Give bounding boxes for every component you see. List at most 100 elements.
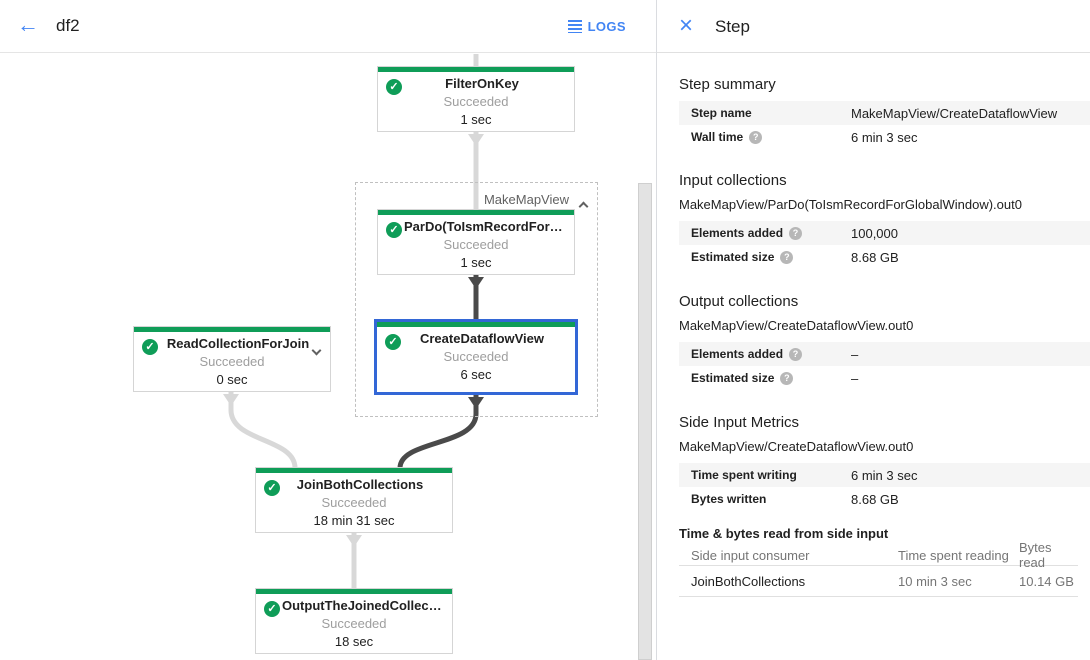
panel-title: Step	[715, 17, 750, 36]
output-collections-rows: Elements added? – Estimated size? –	[679, 342, 1090, 390]
table-row: JoinBothCollections 10 min 3 sec 10.14 G…	[679, 566, 1078, 597]
step-time: 0 sec	[216, 372, 248, 387]
metric-row: Estimated size? 8.68 GB	[679, 245, 1090, 269]
success-check-icon: ✓	[264, 601, 280, 617]
metric-value: MakeMapView/CreateDataflowView	[851, 105, 1058, 121]
collapse-group-button[interactable]	[578, 197, 589, 215]
metric-row: Bytes written 8.68 GB	[679, 487, 1090, 511]
metric-row: Wall time? 6 min 3 sec	[679, 125, 1090, 149]
input-collections-rows: Elements added? 100,000 Estimated size? …	[679, 221, 1090, 269]
section-heading-output-collections: Output collections	[679, 293, 799, 310]
success-check-icon: ✓	[386, 222, 402, 238]
step-title: FilterOnKey	[445, 76, 519, 91]
help-icon[interactable]: ?	[780, 371, 794, 385]
section-heading-side-input-metrics: Side Input Metrics	[679, 414, 800, 431]
input-collection-name: MakeMapView/ParDo(ToIsmRecordForGlobalWi…	[679, 197, 1022, 212]
metric-label: Estimated size	[691, 371, 775, 385]
graph-topbar: ← df2 LOGS	[0, 0, 656, 53]
column-header: Side input consumer	[691, 547, 810, 563]
metric-value: –	[851, 346, 859, 362]
metric-row: Elements added? –	[679, 342, 1090, 366]
step-status: Succeeded	[443, 94, 509, 109]
step-time: 18 min 31 sec	[313, 513, 395, 528]
help-icon[interactable]: ?	[789, 226, 803, 240]
time-spent-reading: 10 min 3 sec	[898, 573, 972, 589]
section-heading-side-input-table: Time & bytes read from side input	[679, 526, 889, 541]
status-bar	[378, 210, 574, 215]
step-title: ReadCollectionForJoin	[166, 336, 310, 351]
metric-value: 8.68 GB	[851, 249, 899, 265]
step-status: Succeeded	[443, 349, 509, 364]
step-title: OutputTheJoinedCollec…	[282, 598, 442, 613]
step-status: Succeeded	[321, 495, 387, 510]
side-input-collection-name: MakeMapView/CreateDataflowView.out0	[679, 439, 914, 454]
step-time: 1 sec	[460, 112, 492, 127]
step-status: Succeeded	[443, 237, 509, 252]
logs-list-icon	[567, 19, 582, 33]
step-time: 18 sec	[334, 634, 374, 649]
status-bar	[378, 67, 574, 72]
logs-button[interactable]: LOGS	[567, 14, 626, 38]
output-collection-name: MakeMapView/CreateDataflowView.out0	[679, 318, 914, 333]
metric-label: Wall time	[691, 130, 744, 144]
step-title: ParDo(ToIsmRecordFor…	[404, 219, 563, 234]
column-header: Time spent reading	[898, 547, 1009, 563]
metric-label: Step name	[691, 106, 752, 120]
close-panel-button[interactable]: ×	[678, 12, 693, 39]
step-time: 1 sec	[460, 255, 492, 270]
help-icon[interactable]: ?	[749, 130, 763, 144]
metric-value: 6 min 3 sec	[851, 467, 918, 483]
metric-label: Elements added	[691, 347, 784, 361]
status-bar	[377, 322, 575, 327]
status-bar	[256, 468, 452, 473]
step-title: JoinBothCollections	[296, 477, 424, 492]
column-header: Bytes read	[1019, 540, 1052, 570]
side-input-metrics-rows: Time spent writing 6 min 3 sec Bytes wri…	[679, 463, 1090, 511]
metric-label: Time spent writing	[691, 468, 797, 482]
metric-label: Estimated size	[691, 250, 775, 264]
help-icon[interactable]: ?	[780, 250, 794, 264]
step-summary-rows: Step name MakeMapView/CreateDataflowView…	[679, 101, 1090, 149]
success-check-icon: ✓	[386, 79, 402, 95]
step-node-createdataflowview-selected[interactable]: ✓ CreateDataflowView Succeeded 6 sec	[374, 319, 578, 395]
group-makemapview-label: MakeMapView	[483, 192, 569, 207]
step-node-outputthejoinedcollection[interactable]: ✓ OutputTheJoinedCollec… Succeeded 18 se…	[255, 588, 453, 654]
metric-label: Elements added	[691, 226, 784, 240]
step-time: 6 sec	[460, 367, 492, 382]
metric-row: Time spent writing 6 min 3 sec	[679, 463, 1090, 487]
table-header-row: Side input consumer Time spent reading B…	[679, 540, 1078, 570]
bytes-read: 10.14 GB	[1019, 573, 1074, 589]
graph-vertical-scrollbar[interactable]	[638, 183, 652, 660]
success-check-icon: ✓	[385, 334, 401, 350]
metric-value: 8.68 GB	[851, 491, 899, 507]
step-status: Succeeded	[321, 616, 387, 631]
chevron-up-icon	[578, 201, 589, 212]
panel-header: × Step	[657, 0, 1090, 53]
step-title: CreateDataflowView	[419, 331, 545, 346]
step-detail-panel: × Step Step summary Step name MakeMapVie…	[656, 0, 1090, 660]
section-heading-input-collections: Input collections	[679, 172, 787, 189]
step-node-filteronkey[interactable]: ✓ FilterOnKey Succeeded 1 sec	[377, 66, 575, 132]
status-bar	[256, 589, 452, 594]
step-node-joinbothcollections[interactable]: ✓ JoinBothCollections Succeeded 18 min 3…	[255, 467, 453, 533]
metric-row: Estimated size? –	[679, 366, 1090, 390]
metric-label: Bytes written	[691, 492, 767, 506]
section-heading-step-summary: Step summary	[679, 76, 776, 93]
logs-button-label: LOGS	[587, 18, 626, 34]
job-name-title: df2	[56, 16, 80, 35]
metric-value: 100,000	[851, 225, 898, 241]
metric-row: Step name MakeMapView/CreateDataflowView	[679, 101, 1090, 125]
side-input-consumer: JoinBothCollections	[691, 573, 806, 589]
help-icon[interactable]: ?	[789, 347, 803, 361]
back-arrow-button[interactable]: ←	[17, 12, 39, 37]
metric-row: Elements added? 100,000	[679, 221, 1090, 245]
metric-value: 6 min 3 sec	[851, 129, 918, 145]
job-graph-pane: MakeMapView ✓ FilterOnKey Succeeded 1 se…	[0, 0, 656, 660]
step-node-readcollectionforjoin[interactable]: ✓ ReadCollectionForJoin Succeeded 0 sec	[133, 326, 331, 392]
step-status: Succeeded	[199, 354, 265, 369]
success-check-icon: ✓	[142, 339, 158, 355]
success-check-icon: ✓	[264, 480, 280, 496]
metric-value: –	[851, 370, 859, 386]
step-node-pardo-toismrecord[interactable]: ✓ ParDo(ToIsmRecordFor… Succeeded 1 sec	[377, 209, 575, 275]
